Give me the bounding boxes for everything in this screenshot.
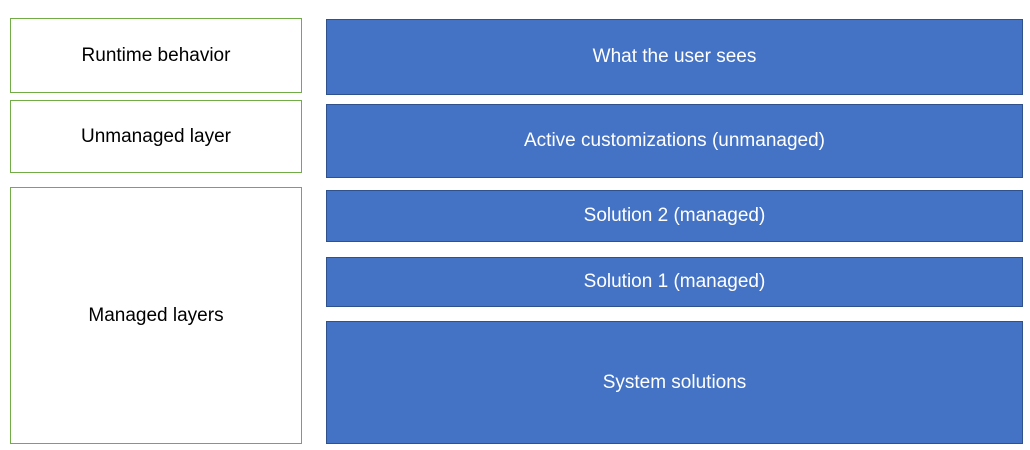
layer-box-label: Solution 2 (managed) xyxy=(583,205,766,226)
layer-box-what-user-sees: What the user sees xyxy=(326,19,1023,95)
layer-category-label: Unmanaged layer xyxy=(81,125,231,147)
layer-category-box-runtime-behavior: Runtime behavior xyxy=(10,18,302,93)
layer-box-system-solutions: System solutions xyxy=(326,321,1023,444)
layer-box-label: Solution 1 (managed) xyxy=(583,271,766,292)
layer-box-label: What the user sees xyxy=(592,46,757,67)
layer-category-box-unmanaged-layer: Unmanaged layer xyxy=(10,100,302,173)
layer-category-box-managed-layers: Managed layers xyxy=(10,187,302,444)
layer-box-active-customizations: Active customizations (unmanaged) xyxy=(326,104,1023,178)
layer-box-label: Active customizations (unmanaged) xyxy=(524,130,825,151)
layer-category-label: Runtime behavior xyxy=(81,44,231,66)
layer-box-solution-2: Solution 2 (managed) xyxy=(326,190,1023,242)
layer-box-solution-1: Solution 1 (managed) xyxy=(326,257,1023,307)
layer-box-label: System solutions xyxy=(602,371,747,393)
layer-category-label: Managed layers xyxy=(88,304,224,326)
